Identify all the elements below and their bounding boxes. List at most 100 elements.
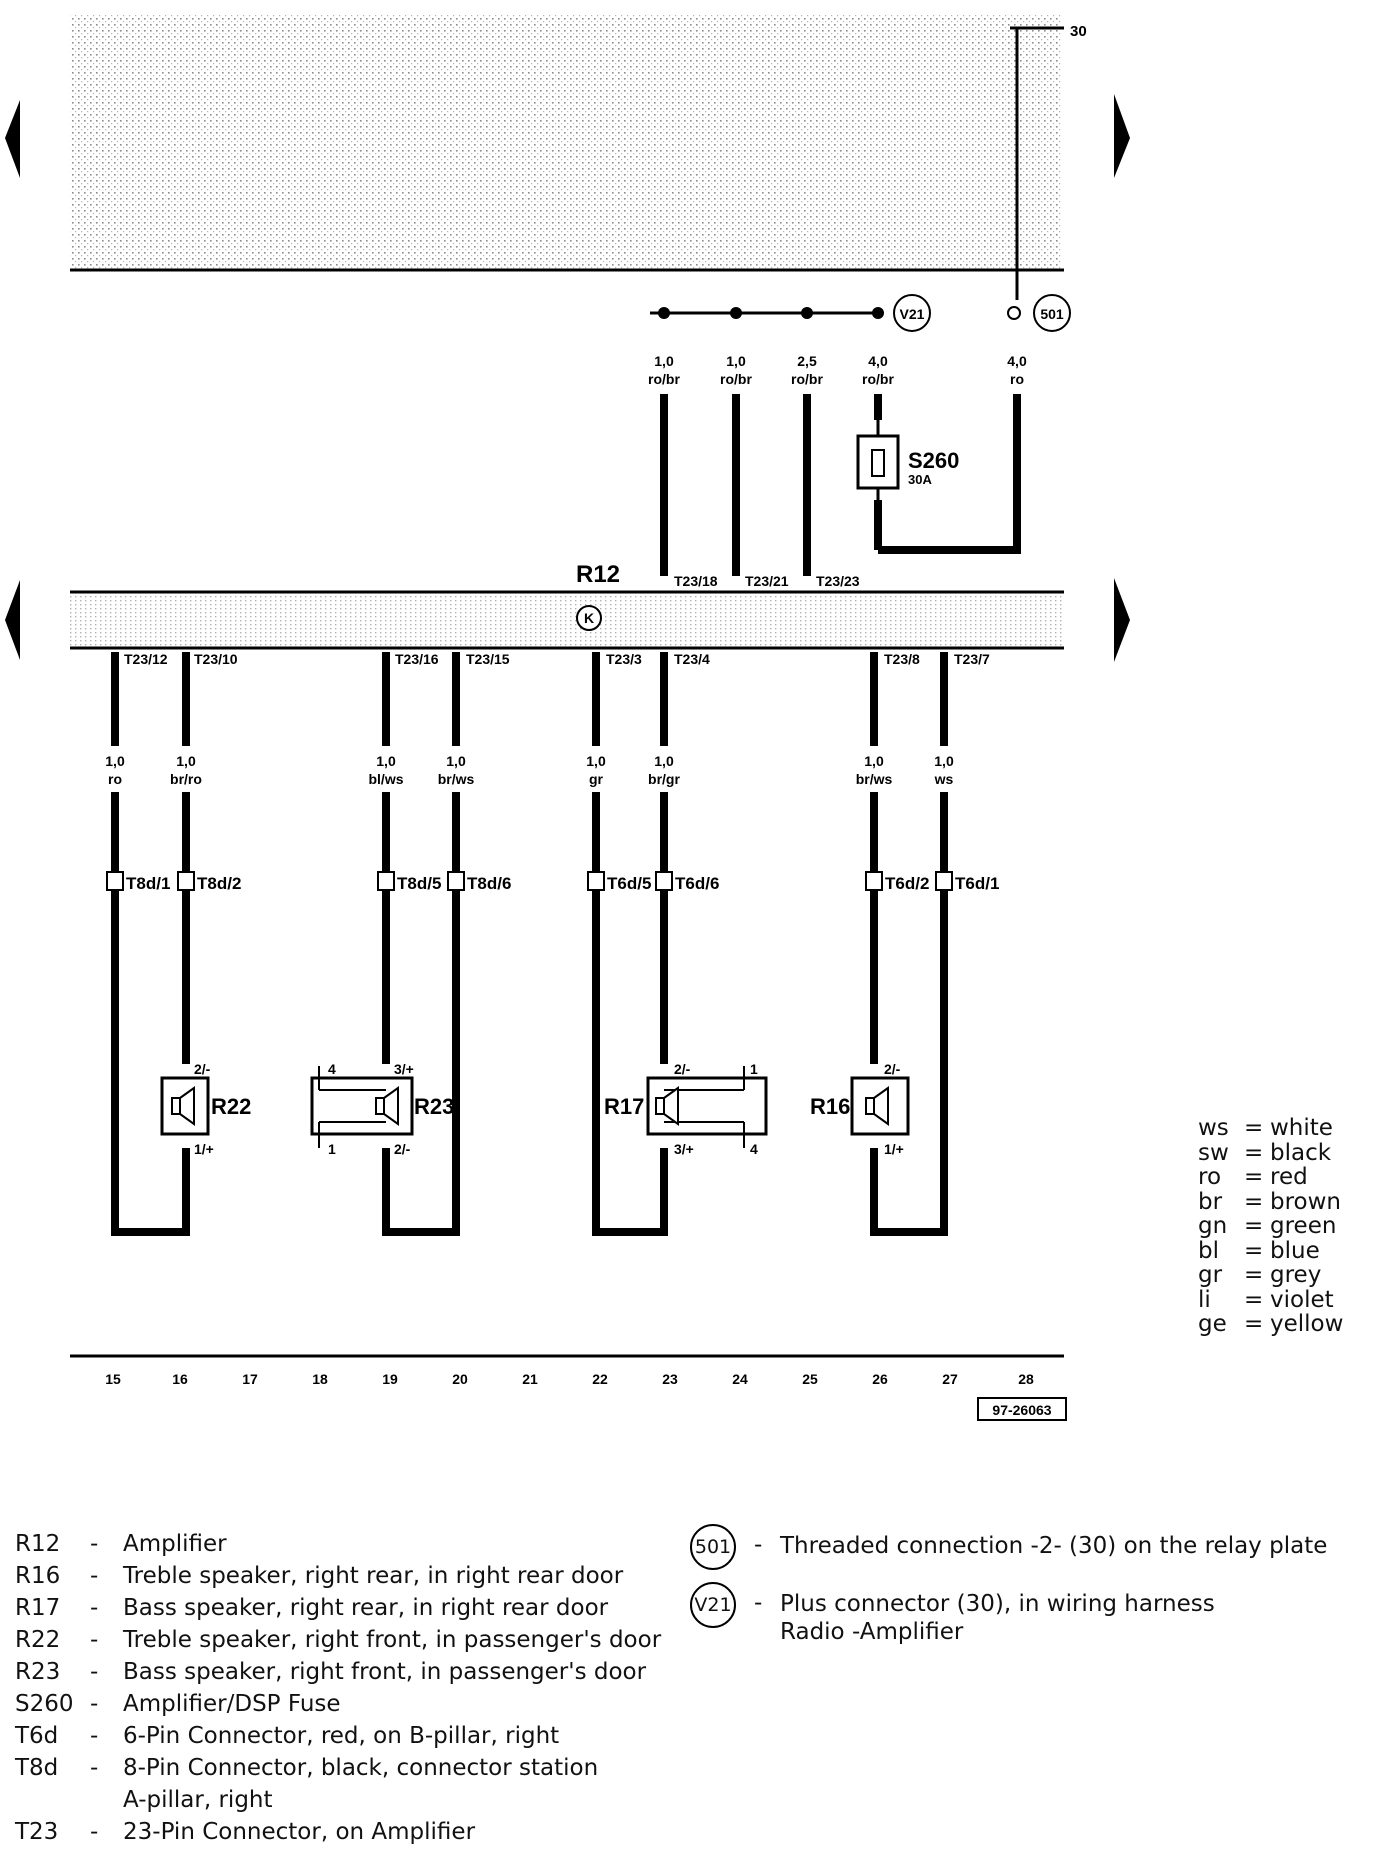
svg-text:501: 501 — [1040, 306, 1064, 322]
r16-bottom-pin: 1/+ — [884, 1141, 904, 1157]
prev-page-arrow-top[interactable] — [5, 100, 20, 178]
top-wire-size-5: 4,0 — [1007, 353, 1027, 369]
connector-t8d-2: T8d/2 — [197, 874, 241, 893]
symbol-legend: 501 - Threaded connection -2- (30) on th… — [690, 1524, 1340, 1658]
fuse-rating: 30A — [908, 472, 932, 487]
svg-text:16: 16 — [172, 1371, 188, 1387]
top-wires — [660, 394, 1021, 576]
pin-t23-12: T23/12 — [124, 651, 168, 667]
pin-t23-4: T23/4 — [674, 651, 710, 667]
symbol-501: 501 — [690, 1524, 736, 1570]
r17-extra-top: 1 — [750, 1061, 758, 1077]
fuse-name: S260 — [908, 448, 959, 473]
legend-row: R17-Bass speaker, right rear, in right r… — [15, 1595, 609, 1621]
wire-size-t8d1: 1,0 — [105, 753, 125, 769]
connector-t6d-6: T6d/6 — [675, 874, 719, 893]
svg-text:27: 27 — [942, 1371, 958, 1387]
junction-v21: V21 — [893, 294, 931, 332]
color-row: ro=red — [1198, 1164, 1308, 1190]
speaker-r23: 4 3/+ 1 2/- R23 — [310, 1061, 454, 1157]
symbol-legend-row: 501 - Threaded connection -2- (30) on th… — [690, 1524, 1340, 1570]
pin-t23-15: T23/15 — [466, 651, 510, 667]
amp-pin-t23-21: T23/21 — [745, 573, 789, 589]
amplifier-symbol: K — [584, 610, 594, 626]
color-row: gr=grey — [1198, 1262, 1322, 1288]
r22-label: R22 — [211, 1094, 251, 1119]
pin-t23-3: T23/3 — [606, 651, 642, 667]
top-wire-size-3: 2,5 — [797, 353, 817, 369]
connector-t6d-5: T6d/5 — [607, 874, 651, 893]
legend-row: T6d-6-Pin Connector, red, on B-pillar, r… — [15, 1723, 560, 1749]
symbol-v21: V21 — [690, 1582, 736, 1628]
legend-row: R16-Treble speaker, right rear, in right… — [15, 1563, 624, 1589]
color-row: li=violet — [1198, 1286, 1334, 1313]
pin-t23-7: T23/7 — [954, 651, 990, 667]
color-row: br=brown — [1198, 1188, 1342, 1215]
component-legend: R12-Amplifier R16-Treble speaker, right … — [15, 1528, 683, 1848]
supply-label-30: 30 — [1070, 23, 1087, 40]
next-page-arrow-mid[interactable] — [1114, 578, 1130, 662]
svg-text:24: 24 — [732, 1371, 748, 1387]
legend-row: R23-Bass speaker, right front, in passen… — [15, 1659, 647, 1685]
wire-size-t6d5: 1,0 — [586, 753, 606, 769]
amplifier-r12: K R12 — [70, 561, 1064, 650]
color-code-legend: ws=white sw=black ro=red br=brown gn=gre… — [1198, 1116, 1343, 1337]
connector-t6d-1: T6d/1 — [955, 874, 999, 893]
next-page-arrow-top[interactable] — [1114, 94, 1130, 178]
wire-color-t8d5: bl/ws — [368, 771, 403, 787]
wire-size-t6d2: 1,0 — [864, 753, 884, 769]
connector-t8d-1: T8d/1 — [126, 874, 170, 893]
legend-row: T23-23-Pin Connector, on Amplifier — [15, 1819, 476, 1845]
legend-row: R22-Treble speaker, right front, in pass… — [15, 1627, 662, 1653]
v21-bus — [650, 306, 1021, 320]
speaker-r22: 2/- 1/+ R22 — [160, 1061, 251, 1157]
wire-size-t8d2: 1,0 — [176, 753, 196, 769]
r22-bottom-pin: 1/+ — [194, 1141, 214, 1157]
svg-text:28: 28 — [1018, 1371, 1034, 1387]
diagram-ref: 97-26063 — [992, 1402, 1051, 1418]
r23-extra-bottom: 1 — [328, 1141, 336, 1157]
r17-top-pin: 2/- — [674, 1061, 691, 1077]
color-row: sw=black — [1198, 1139, 1332, 1166]
speaker-r16: 2/- 1/+ R16 — [810, 1061, 910, 1157]
legend-row: R12-Amplifier — [15, 1531, 227, 1557]
speaker-wires — [111, 652, 948, 1236]
wire-color-t8d6: br/ws — [438, 771, 475, 787]
svg-text:23: 23 — [662, 1371, 678, 1387]
grid-numbers: 15 16 17 18 19 20 21 22 23 24 25 26 27 2… — [70, 1354, 1067, 1421]
color-row: ws=white — [1198, 1115, 1333, 1141]
svg-text:19: 19 — [382, 1371, 398, 1387]
top-wire-size-4: 4,0 — [868, 353, 888, 369]
r17-bottom-pin: 3/+ — [674, 1141, 694, 1157]
svg-text:26: 26 — [872, 1371, 888, 1387]
r23-bottom-pin: 2/- — [394, 1141, 411, 1157]
junction-501: 501 — [1033, 294, 1071, 332]
r16-top-pin: 2/- — [884, 1061, 901, 1077]
svg-text:18: 18 — [312, 1371, 328, 1387]
pin-t23-16: T23/16 — [395, 651, 439, 667]
wire-color-t8d2: br/ro — [170, 771, 202, 787]
top-wire-color-2: ro/br — [720, 371, 752, 387]
r22-top-pin: 2/- — [194, 1061, 211, 1077]
amplifier-name: R12 — [576, 561, 620, 588]
fuse-panel-area: 30 — [70, 14, 1087, 300]
top-wire-color-3: ro/br — [791, 371, 823, 387]
symbol-legend-row: V21 - Plus connector (30), in wiring har… — [690, 1582, 1340, 1646]
legend-row: T8d-8-Pin Connector, black, connector st… — [15, 1755, 599, 1813]
wire-size-t6d1: 1,0 — [934, 753, 954, 769]
r17-label: R17 — [604, 1094, 644, 1119]
wire-size-t8d6: 1,0 — [446, 753, 466, 769]
connector-t6d-2: T6d/2 — [885, 874, 929, 893]
top-wire-color-4: ro/br — [862, 371, 894, 387]
wire-size-t6d6: 1,0 — [654, 753, 674, 769]
r17-extra-bottom: 4 — [750, 1141, 758, 1157]
prev-page-arrow-mid[interactable] — [5, 580, 20, 660]
svg-text:21: 21 — [522, 1371, 538, 1387]
wire-size-t8d5: 1,0 — [376, 753, 396, 769]
speaker-r17: 2/- 1 3/+ 4 R17 — [604, 1061, 768, 1157]
svg-text:25: 25 — [802, 1371, 818, 1387]
r23-extra-top: 4 — [328, 1061, 336, 1077]
svg-text:15: 15 — [105, 1371, 121, 1387]
color-row: ge=yellow — [1198, 1311, 1344, 1337]
